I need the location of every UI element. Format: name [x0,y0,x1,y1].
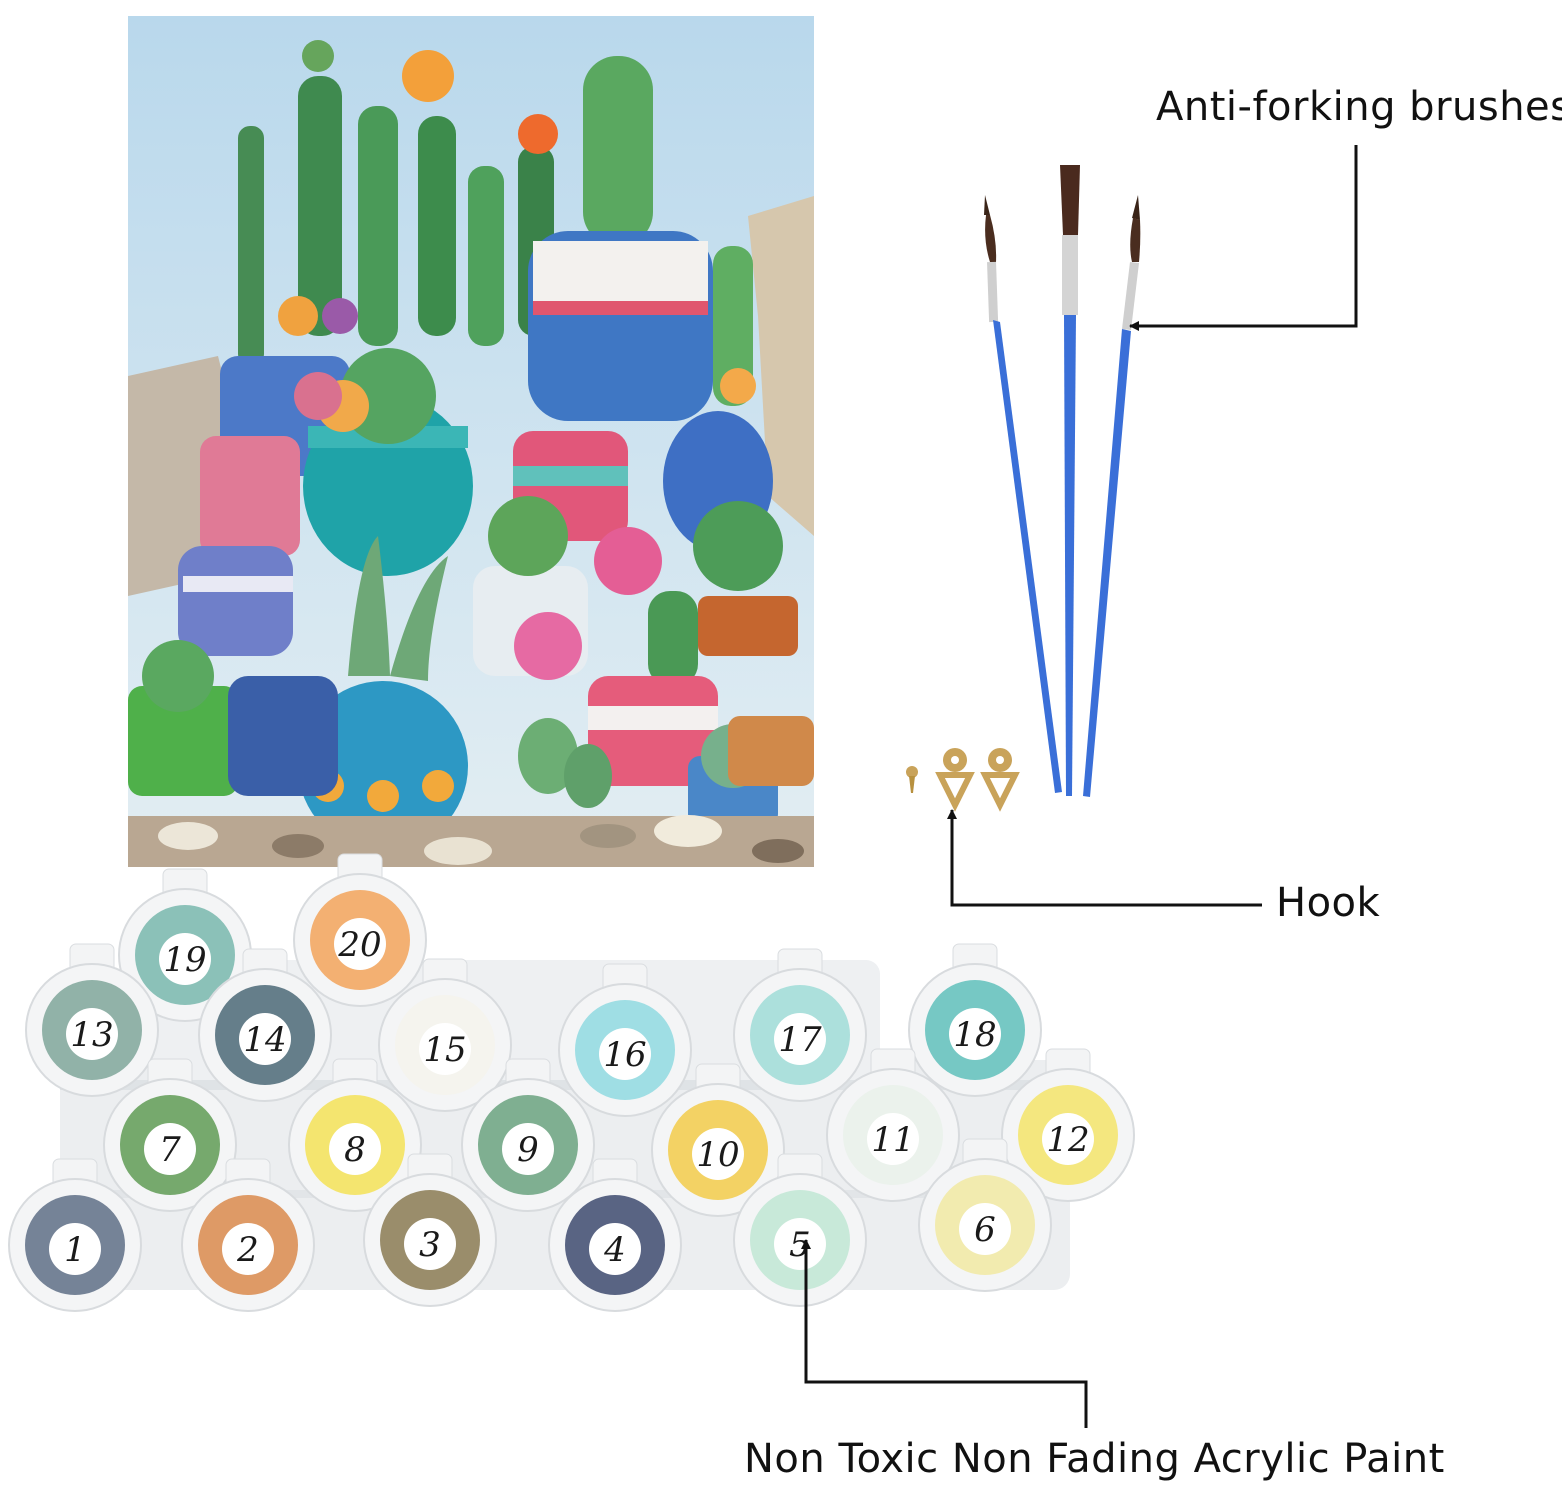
paint-pot-1: 1 [8,1158,142,1312]
paint-pot-number: 19 [163,940,206,980]
paint-pot-number: 15 [423,1030,466,1070]
paint-pot-number: 2 [236,1230,259,1270]
paint-pot-number: 7 [159,1130,181,1170]
paint-pot-number: 14 [243,1020,286,1060]
arrow-paint [801,1239,1088,1428]
paint-pot-8: 8 [288,1058,422,1212]
paint-pot-14: 14 [198,948,332,1102]
hook-icon [980,748,1020,812]
paint-pot-12: 12 [1001,1048,1135,1202]
callout-paint: Non Toxic Non Fading Acrylic Paint [744,1436,1445,1482]
paint-pot-number: 12 [1046,1120,1089,1160]
paint-pot-5: 5 [733,1153,867,1307]
arrow-hook [947,809,1262,907]
paint-pot-16: 16 [558,963,692,1117]
screw-icon [906,766,918,793]
paint-pot-11: 11 [826,1048,960,1202]
paint-pot-number: 8 [344,1130,366,1170]
paint-pot-9: 9 [461,1058,595,1212]
brush-icon [1060,165,1080,796]
paint-pot-number: 11 [871,1120,914,1160]
callout-brushes: Anti-forking brushes [1156,84,1562,130]
paint-pot-13: 13 [25,943,159,1097]
paint-pot-7: 7 [103,1058,237,1212]
paint-pot-6: 6 [918,1138,1052,1292]
paint-pot-3: 3 [363,1153,497,1307]
paint-pot-15: 15 [378,958,512,1112]
paint-pot-number: 13 [70,1015,113,1055]
paint-pot-number: 17 [778,1020,822,1060]
paint-pot-18: 18 [908,943,1042,1097]
paint-pot-20: 20 [293,853,427,1007]
paint-pot-number: 18 [953,1015,996,1055]
paint-pot-number: 16 [603,1035,646,1075]
paint-pot-2: 2 [181,1158,315,1312]
arrow-brushes [1129,145,1358,331]
hook-icon [935,748,975,812]
paint-pot-number: 3 [419,1225,441,1265]
paint-pot-number: 10 [696,1135,739,1175]
paint-pot-number: 4 [603,1230,626,1270]
paint-pot-4: 4 [548,1158,682,1312]
paint-pot-10: 10 [651,1063,785,1217]
paint-pot-number: 9 [517,1130,539,1170]
paint-pot-number: 20 [337,925,381,965]
callout-hook: Hook [1276,880,1381,926]
paint-pot-number: 1 [64,1230,86,1270]
cactus-painting [128,16,814,867]
paint-pot-17: 17 [733,948,867,1102]
brush-icon [984,195,1062,793]
paint-pot-number: 6 [974,1210,996,1250]
brush-icon [1083,195,1141,797]
